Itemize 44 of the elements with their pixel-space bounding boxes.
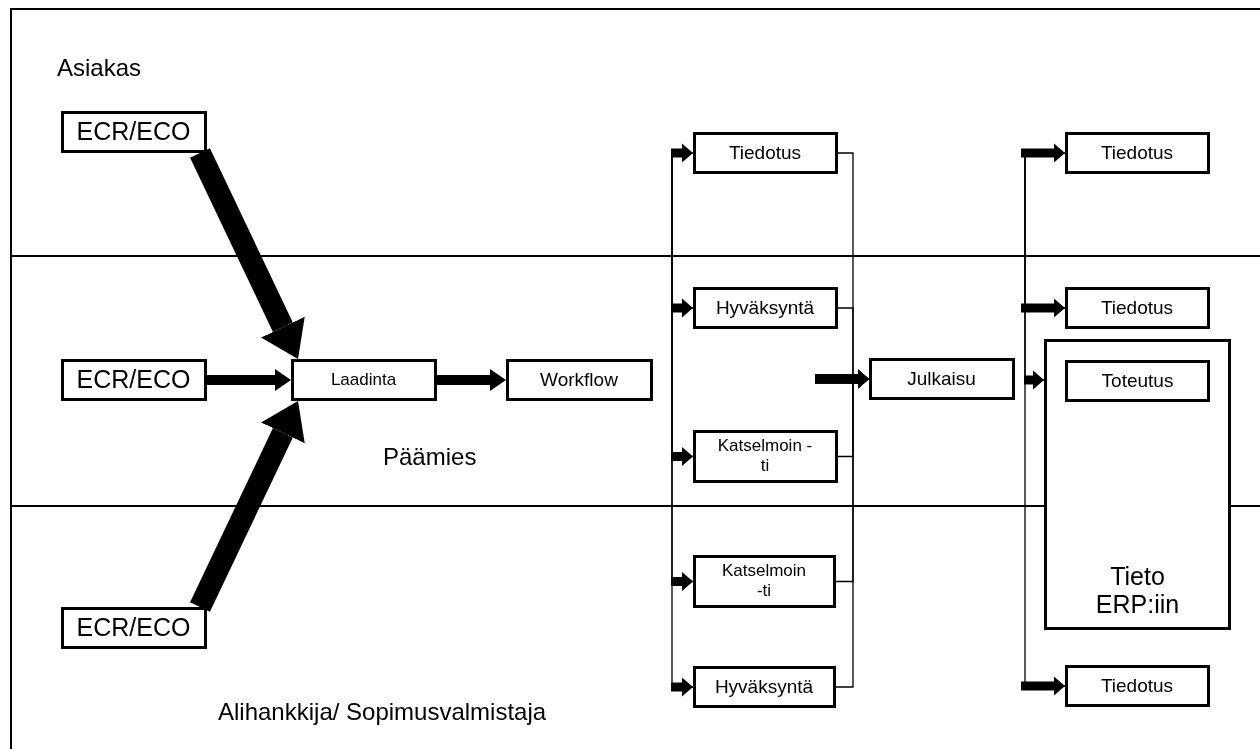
process-box bbox=[692, 131, 838, 174]
block-arrow bbox=[437, 369, 506, 391]
node-label: Katselmoin -ti bbox=[720, 561, 808, 601]
system-box bbox=[1044, 339, 1231, 630]
node-label: Laadinta bbox=[330, 369, 397, 390]
process-box bbox=[868, 357, 1015, 400]
connector-arrow bbox=[815, 369, 870, 688]
node-label: ECR/ECO bbox=[76, 365, 191, 394]
process-box bbox=[692, 286, 838, 329]
process-box bbox=[505, 358, 653, 401]
swimlane bbox=[10, 505, 1260, 749]
node-label: Tiedotus bbox=[1100, 674, 1174, 697]
connector-arrow bbox=[671, 143, 694, 163]
process-box bbox=[60, 358, 207, 401]
connector-arrow bbox=[1021, 143, 1066, 163]
process-box bbox=[1064, 286, 1210, 329]
process-box bbox=[60, 606, 207, 649]
lane-title: Asiakas bbox=[57, 54, 142, 82]
node-label: Tiedotus bbox=[1100, 296, 1174, 319]
node-label: Toteutus bbox=[1101, 370, 1174, 392]
process-box bbox=[60, 110, 207, 153]
process-box bbox=[1064, 664, 1210, 707]
node-label: Tiedotus bbox=[728, 141, 802, 164]
swimlane bbox=[10, 8, 1260, 255]
node-label: Hyväksyntä bbox=[714, 675, 814, 698]
node-label: Tiedotus bbox=[1100, 141, 1174, 164]
node-label: ECR/ECO bbox=[76, 613, 191, 642]
node-label: Katselmoin -ti bbox=[717, 436, 813, 476]
node-label: Julkaisu bbox=[907, 367, 976, 390]
node-label: Tieto ERP:iin bbox=[1094, 561, 1181, 619]
process-box bbox=[1065, 360, 1210, 402]
process-box bbox=[692, 429, 838, 483]
node-label: ECR/ECO bbox=[76, 117, 191, 146]
node-label: Hyväksyntä bbox=[715, 296, 815, 319]
block-arrow bbox=[190, 148, 305, 359]
block-arrow bbox=[190, 401, 305, 612]
process-box bbox=[692, 665, 836, 708]
lane-title: Alihankkija/ Sopimusvalmistaja bbox=[218, 698, 547, 726]
lane-title: Päämies bbox=[383, 443, 477, 471]
process-box bbox=[290, 358, 437, 401]
process-box bbox=[1064, 131, 1210, 174]
block-arrow bbox=[207, 369, 291, 391]
node-label: Workflow bbox=[540, 368, 618, 391]
process-box bbox=[692, 554, 836, 608]
